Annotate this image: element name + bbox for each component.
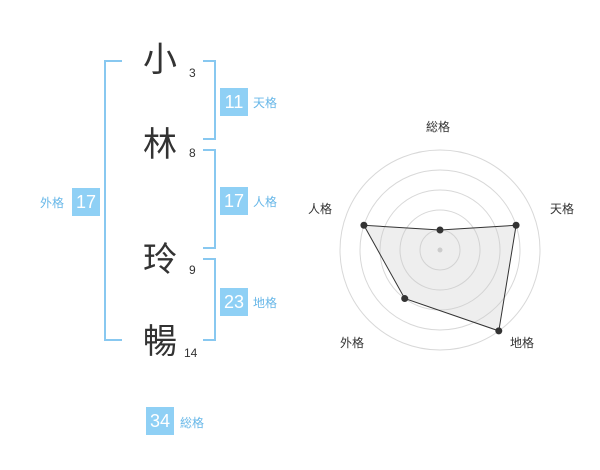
radar-axis-label: 人格	[308, 202, 333, 216]
stroke-count-2: 8	[189, 146, 196, 160]
name-char-3: 玲	[143, 240, 177, 280]
radar-axis-label: 地格	[510, 336, 535, 350]
radar-point-1	[436, 226, 444, 234]
jinkaku-badge: 17	[220, 187, 248, 215]
tenkaku-bracket	[203, 60, 216, 140]
tenkaku-badge: 11	[220, 88, 248, 116]
jinkaku-bracket	[203, 149, 216, 249]
radar-ring	[359, 169, 521, 331]
radar-point-3	[495, 327, 503, 335]
jinkaku-label: 人格	[253, 195, 278, 209]
radar-point-2	[512, 221, 520, 229]
radar-point-4	[401, 295, 409, 303]
radar-axis-label: 天格	[550, 202, 575, 216]
radar-center-dot	[437, 247, 443, 253]
radar-axis-label: 外格	[340, 336, 365, 350]
gaikaku-label: 外格	[40, 196, 65, 210]
soukaku-badge: 34	[146, 407, 174, 435]
gaikaku-bracket	[104, 60, 122, 341]
stroke-count-1: 3	[189, 66, 196, 80]
stroke-count-4: 14	[184, 346, 198, 360]
name-char-2: 林	[143, 125, 177, 165]
name-char-1: 小	[143, 40, 177, 80]
gaikaku-badge: 17	[72, 188, 100, 216]
radar-ring	[339, 149, 541, 351]
tenkaku-label: 天格	[253, 96, 278, 110]
radar-point-5	[360, 221, 368, 229]
chikaku-bracket	[203, 258, 216, 341]
radar-ring	[399, 209, 481, 291]
radar-area	[363, 224, 517, 332]
name-char-4: 暢	[143, 322, 177, 362]
soukaku-label: 総格	[180, 416, 205, 430]
chikaku-label: 地格	[253, 296, 278, 310]
radar-ring	[379, 189, 501, 311]
radar-axis-label: 総格	[426, 120, 451, 134]
stroke-count-3: 9	[189, 263, 196, 277]
chikaku-badge: 23	[220, 288, 248, 316]
